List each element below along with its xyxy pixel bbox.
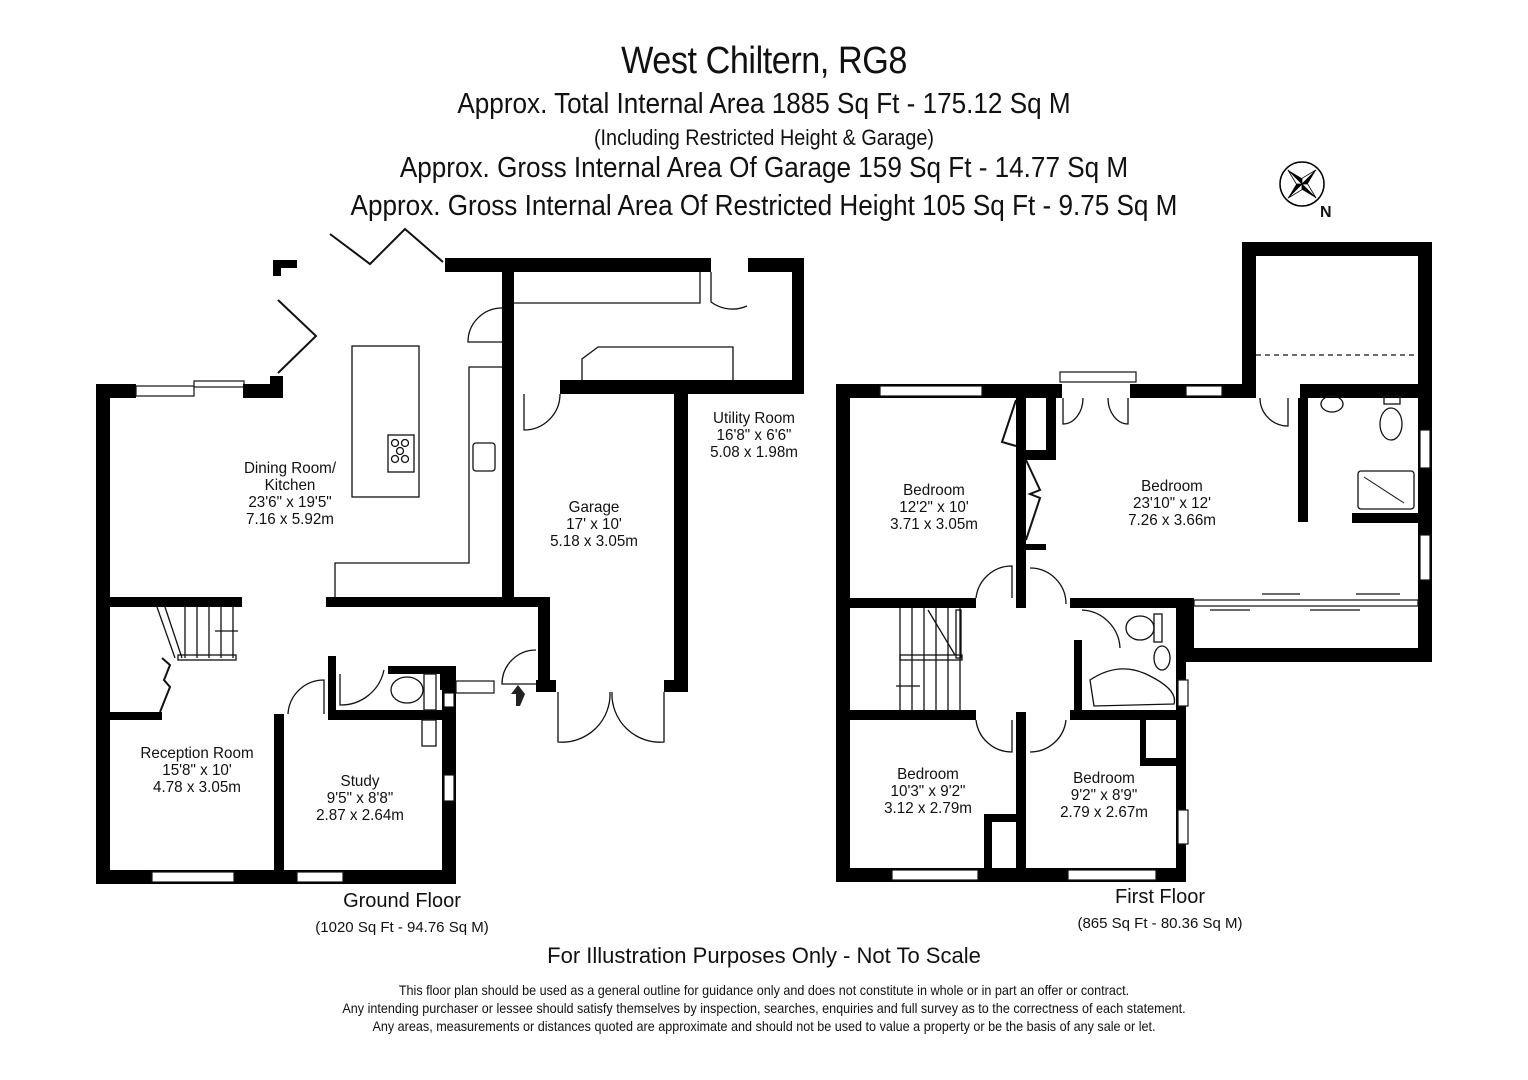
room-imperial: 9'5" x 8'8" (326, 790, 394, 807)
first-floor-fixtures (896, 354, 1418, 753)
compass-north-label: N (1320, 204, 1332, 221)
room-metric: 3.12 x 2.79m (884, 800, 972, 817)
garage-area-row: Approx. Gross Internal Area Of Garage 15… (0, 152, 1528, 185)
ground-floor-caption: Ground Floor (1020 Sq Ft - 94.76 Sq M) (302, 890, 502, 936)
room-metric: 4.78 x 3.05m (153, 779, 241, 796)
ground-floor-name: Ground Floor (343, 890, 461, 912)
room-label-bedroom-1: Bedroom 12'2" x 10' 3.71 x 3.05m (890, 482, 978, 533)
total-area-row: Approx. Total Internal Area 1885 Sq Ft -… (0, 88, 1528, 121)
room-name: Garage (568, 499, 620, 516)
room-name: Bedroom (1141, 478, 1203, 495)
room-name: Bedroom (903, 482, 965, 499)
room-label-study: Study 9'5" x 8'8" 2.87 x 2.64m (316, 773, 404, 824)
room-imperial: 16'8" x 6'6" (716, 427, 792, 444)
room-label-dining-kitchen: Dining Room/ Kitchen 23'6" x 19'5" 7.16 … (244, 460, 336, 528)
room-imperial: 23'6" x 19'5" (248, 494, 332, 511)
compass-rose-icon (1279, 161, 1325, 207)
total-area-note: (Including Restricted Height & Garage) (593, 125, 935, 150)
compass: N (1274, 160, 1344, 230)
room-imperial: 9'2" x 8'9" (1070, 787, 1138, 804)
first-floor-name: First Floor (1115, 886, 1205, 908)
disclaimer-line-2: Any intending purchaser or lessee should… (342, 1000, 1186, 1016)
disclaimer: This floor plan should be used as a gene… (0, 981, 1528, 1035)
room-label-garage: Garage 17' x 10' 5.18 x 3.05m (550, 499, 638, 550)
first-floor-caption: First Floor (865 Sq Ft - 80.36 Sq M) (1055, 886, 1265, 932)
header: West Chiltern, RG8 (0, 40, 1528, 83)
room-metric: 2.79 x 2.67m (1060, 804, 1148, 821)
first-floor-area: (865 Sq Ft - 80.36 Sq M) (1077, 915, 1243, 932)
total-area-note-row: (Including Restricted Height & Garage) (0, 125, 1528, 151)
restricted-area-row: Approx. Gross Internal Area Of Restricte… (0, 190, 1528, 223)
room-metric: 3.71 x 3.05m (890, 516, 978, 533)
room-imperial: 12'2" x 10' (899, 499, 969, 516)
room-imperial: 15'8" x 10' (162, 762, 232, 779)
room-metric: 7.16 x 5.92m (246, 511, 334, 528)
page-title: West Chiltern, RG8 (621, 40, 907, 82)
room-label-bedroom-master: Bedroom 23'10" x 12' 7.26 x 3.66m (1128, 478, 1216, 529)
ground-floor-area: (1020 Sq Ft - 94.76 Sq M) (315, 919, 489, 936)
room-label-bedroom-4: Bedroom 9'2" x 8'9" 2.79 x 2.67m (1060, 770, 1148, 821)
room-metric: 5.08 x 1.98m (710, 444, 798, 461)
ground-floor-fixtures (156, 227, 748, 747)
not-to-scale-note: For Illustration Purposes Only - Not To … (547, 943, 981, 968)
room-imperial: 23'10" x 12' (1133, 495, 1211, 512)
room-name: Bedroom (897, 766, 959, 783)
room-metric: 5.18 x 3.05m (550, 533, 638, 550)
room-imperial: 10'3" x 9'2" (890, 783, 966, 800)
room-name: Dining Room/ (243, 460, 337, 477)
room-label-utility: Utility Room 16'8" x 6'6" 5.08 x 1.98m (710, 410, 798, 461)
room-label-bedroom-3: Bedroom 10'3" x 9'2" 3.12 x 2.79m (884, 766, 972, 817)
room-label-reception: Reception Room 15'8" x 10' 4.78 x 3.05m (140, 745, 253, 796)
disclaimer-line-1: This floor plan should be used as a gene… (398, 982, 1130, 998)
room-imperial: 17' x 10' (566, 516, 622, 533)
first-floor-walls (836, 242, 1432, 882)
restricted-area: Approx. Gross Internal Area Of Restricte… (350, 190, 1178, 222)
footer: For Illustration Purposes Only - Not To … (0, 943, 1528, 969)
total-area: Approx. Total Internal Area 1885 Sq Ft -… (457, 88, 1071, 120)
room-metric: 2.87 x 2.64m (316, 807, 404, 824)
room-name: Study (340, 773, 380, 790)
ground-floor-walls (96, 258, 804, 884)
room-metric: 7.26 x 3.66m (1128, 512, 1216, 529)
room-name: Reception Room (140, 745, 254, 762)
room-name: Bedroom (1073, 770, 1135, 787)
room-name: Utility Room (713, 410, 795, 427)
room-name-line2: Kitchen (264, 477, 316, 494)
disclaimer-line-3: Any areas, measurements or distances quo… (372, 1018, 1156, 1034)
garage-area: Approx. Gross Internal Area Of Garage 15… (399, 152, 1129, 184)
